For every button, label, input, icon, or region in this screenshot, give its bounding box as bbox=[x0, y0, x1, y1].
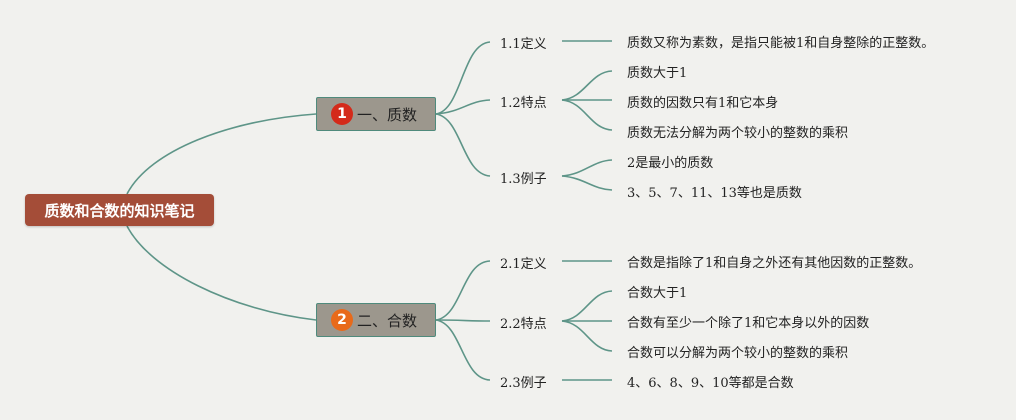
branch-node-composite[interactable]: 2 二、合数 bbox=[316, 303, 436, 337]
connector-s13-leaf1 bbox=[561, 159, 613, 177]
leaf-node[interactable]: 合数可以分解为两个较小的整数的乘积 bbox=[627, 346, 849, 361]
leaf-node[interactable]: 质数大于1 bbox=[627, 66, 688, 81]
number-badge-1: 1 bbox=[331, 103, 353, 125]
connector-b1-s1 bbox=[435, 41, 491, 115]
leaf-node[interactable]: 合数是指除了1和自身之外还有其他因数的正整数。 bbox=[627, 256, 922, 271]
subtopic-2-3[interactable]: 2.3例子 bbox=[500, 376, 547, 391]
connector-s13-leaf2 bbox=[561, 175, 613, 191]
leaf-node[interactable]: 3、5、7、11、13等也是质数 bbox=[627, 186, 802, 201]
connector-s22-leaf3 bbox=[561, 320, 613, 352]
connector-b1-s2 bbox=[435, 99, 491, 115]
connector-s12-leaf3 bbox=[561, 99, 613, 131]
leaf-node[interactable]: 质数又称为素数，是指只能被1和自身整除的正整数。 bbox=[627, 36, 935, 51]
leaf-node[interactable]: 4、6、8、9、10等都是合数 bbox=[627, 376, 794, 391]
subtopic-2-1[interactable]: 2.1定义 bbox=[500, 257, 547, 272]
leaf-node[interactable]: 2是最小的质数 bbox=[627, 156, 714, 171]
leaf-node[interactable]: 质数的因数只有1和它本身 bbox=[627, 96, 779, 111]
connector-s22-leaf1 bbox=[561, 290, 613, 322]
subtopic-2-2[interactable]: 2.2特点 bbox=[500, 317, 547, 332]
number-badge-2: 2 bbox=[331, 309, 353, 331]
connector-b2-s2 bbox=[435, 319, 491, 322]
connector-b2-s3 bbox=[435, 319, 491, 381]
connector-b2-s1 bbox=[435, 260, 491, 321]
leaf-node[interactable]: 质数无法分解为两个较小的整数的乘积 bbox=[627, 126, 849, 141]
subtopic-1-1[interactable]: 1.1定义 bbox=[500, 37, 547, 52]
leaf-node[interactable]: 合数有至少一个除了1和它本身以外的因数 bbox=[627, 316, 870, 331]
connector-root-branch1 bbox=[126, 113, 317, 195]
connector-root-branch2 bbox=[126, 225, 317, 321]
branch-node-prime[interactable]: 1 一、质数 bbox=[316, 97, 436, 131]
branch-label-prime: 一、质数 bbox=[357, 105, 418, 124]
root-label: 质数和合数的知识笔记 bbox=[44, 201, 195, 220]
connector-b1-s3 bbox=[435, 113, 491, 177]
connector-s12-leaf1 bbox=[561, 70, 613, 101]
root-node[interactable]: 质数和合数的知识笔记 bbox=[25, 194, 214, 226]
subtopic-1-2[interactable]: 1.2特点 bbox=[500, 96, 547, 111]
subtopic-1-3[interactable]: 1.3例子 bbox=[500, 172, 547, 187]
leaf-node[interactable]: 合数大于1 bbox=[627, 286, 688, 301]
branch-label-composite: 二、合数 bbox=[357, 311, 418, 330]
